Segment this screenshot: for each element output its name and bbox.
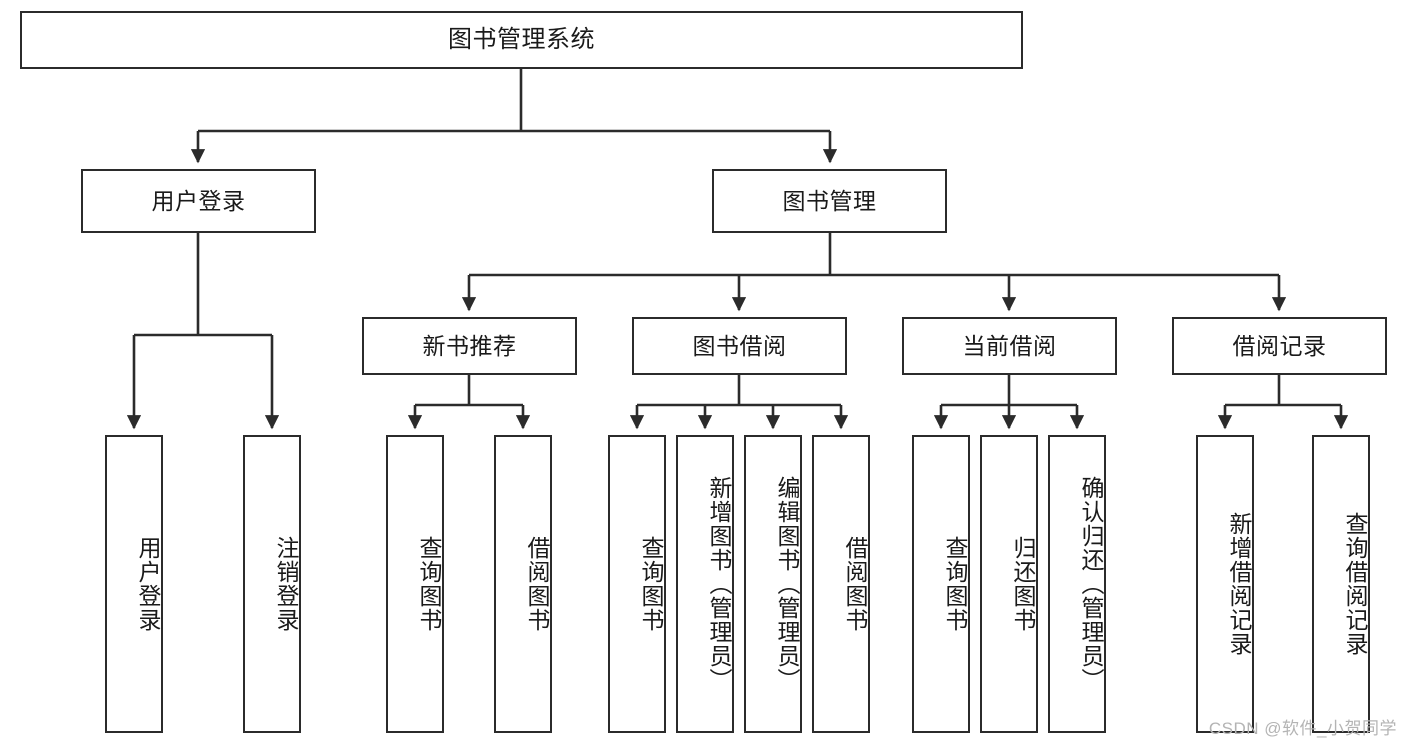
node-book-borrow[interactable]: 图书借阅 — [632, 317, 847, 375]
node-leaf-query-book-current[interactable]: 查询图书 — [912, 435, 970, 733]
node-user-login[interactable]: 用户登录 — [81, 169, 316, 233]
node-label: 新书推荐 — [422, 332, 517, 359]
node-label: 借阅记录 — [1232, 332, 1327, 359]
node-leaf-add-borrow-record[interactable]: 新增借阅记录 — [1196, 435, 1254, 733]
node-label: 用户登录 — [151, 187, 246, 214]
node-label: 图书借阅 — [692, 332, 787, 359]
node-leaf-query-book-borrow[interactable]: 查询图书 — [608, 435, 666, 733]
node-leaf-user-login[interactable]: 用户登录 — [105, 435, 163, 733]
node-new-book-recommend[interactable]: 新书推荐 — [362, 317, 577, 375]
node-borrow-record[interactable]: 借阅记录 — [1172, 317, 1387, 375]
node-leaf-borrow-book[interactable]: 借阅图书 — [812, 435, 870, 733]
node-label: 确认归还（管理员） — [1078, 476, 1104, 692]
node-label: 编辑图书（管理员） — [774, 476, 800, 692]
node-leaf-query-borrow-record[interactable]: 查询借阅记录 — [1312, 435, 1370, 733]
node-label: 查询图书 — [942, 536, 968, 632]
node-label: 注销登录 — [273, 536, 299, 632]
node-leaf-logout-login[interactable]: 注销登录 — [243, 435, 301, 733]
node-leaf-borrow-book-recommend[interactable]: 借阅图书 — [494, 435, 552, 733]
node-leaf-add-book-admin[interactable]: 新增图书（管理员） — [676, 435, 734, 733]
node-label: 新增借阅记录 — [1226, 512, 1252, 656]
node-label: 借阅图书 — [524, 536, 550, 632]
node-label: 查询图书 — [638, 536, 664, 632]
node-leaf-confirm-return-admin[interactable]: 确认归还（管理员） — [1048, 435, 1106, 733]
node-label: 归还图书 — [1010, 536, 1036, 632]
node-book-management[interactable]: 图书管理 — [712, 169, 947, 233]
node-label: 用户登录 — [135, 536, 161, 632]
node-label: 查询借阅记录 — [1342, 512, 1368, 656]
node-label: 当前借阅 — [962, 332, 1057, 359]
node-leaf-query-book-recommend[interactable]: 查询图书 — [386, 435, 444, 733]
csdn-watermark: CSDN @软件_小贺同学 — [1208, 719, 1397, 738]
node-current-borrow[interactable]: 当前借阅 — [902, 317, 1117, 375]
node-label: 新增图书（管理员） — [706, 476, 732, 692]
node-label: 图书管理 — [782, 187, 877, 214]
node-label: 查询图书 — [416, 536, 442, 632]
node-leaf-edit-book-admin[interactable]: 编辑图书（管理员） — [744, 435, 802, 733]
node-label: 借阅图书 — [842, 536, 868, 632]
node-leaf-return-book[interactable]: 归还图书 — [980, 435, 1038, 733]
node-label: 图书管理系统 — [448, 26, 595, 54]
node-root-book-management-system[interactable]: 图书管理系统 — [20, 11, 1023, 69]
